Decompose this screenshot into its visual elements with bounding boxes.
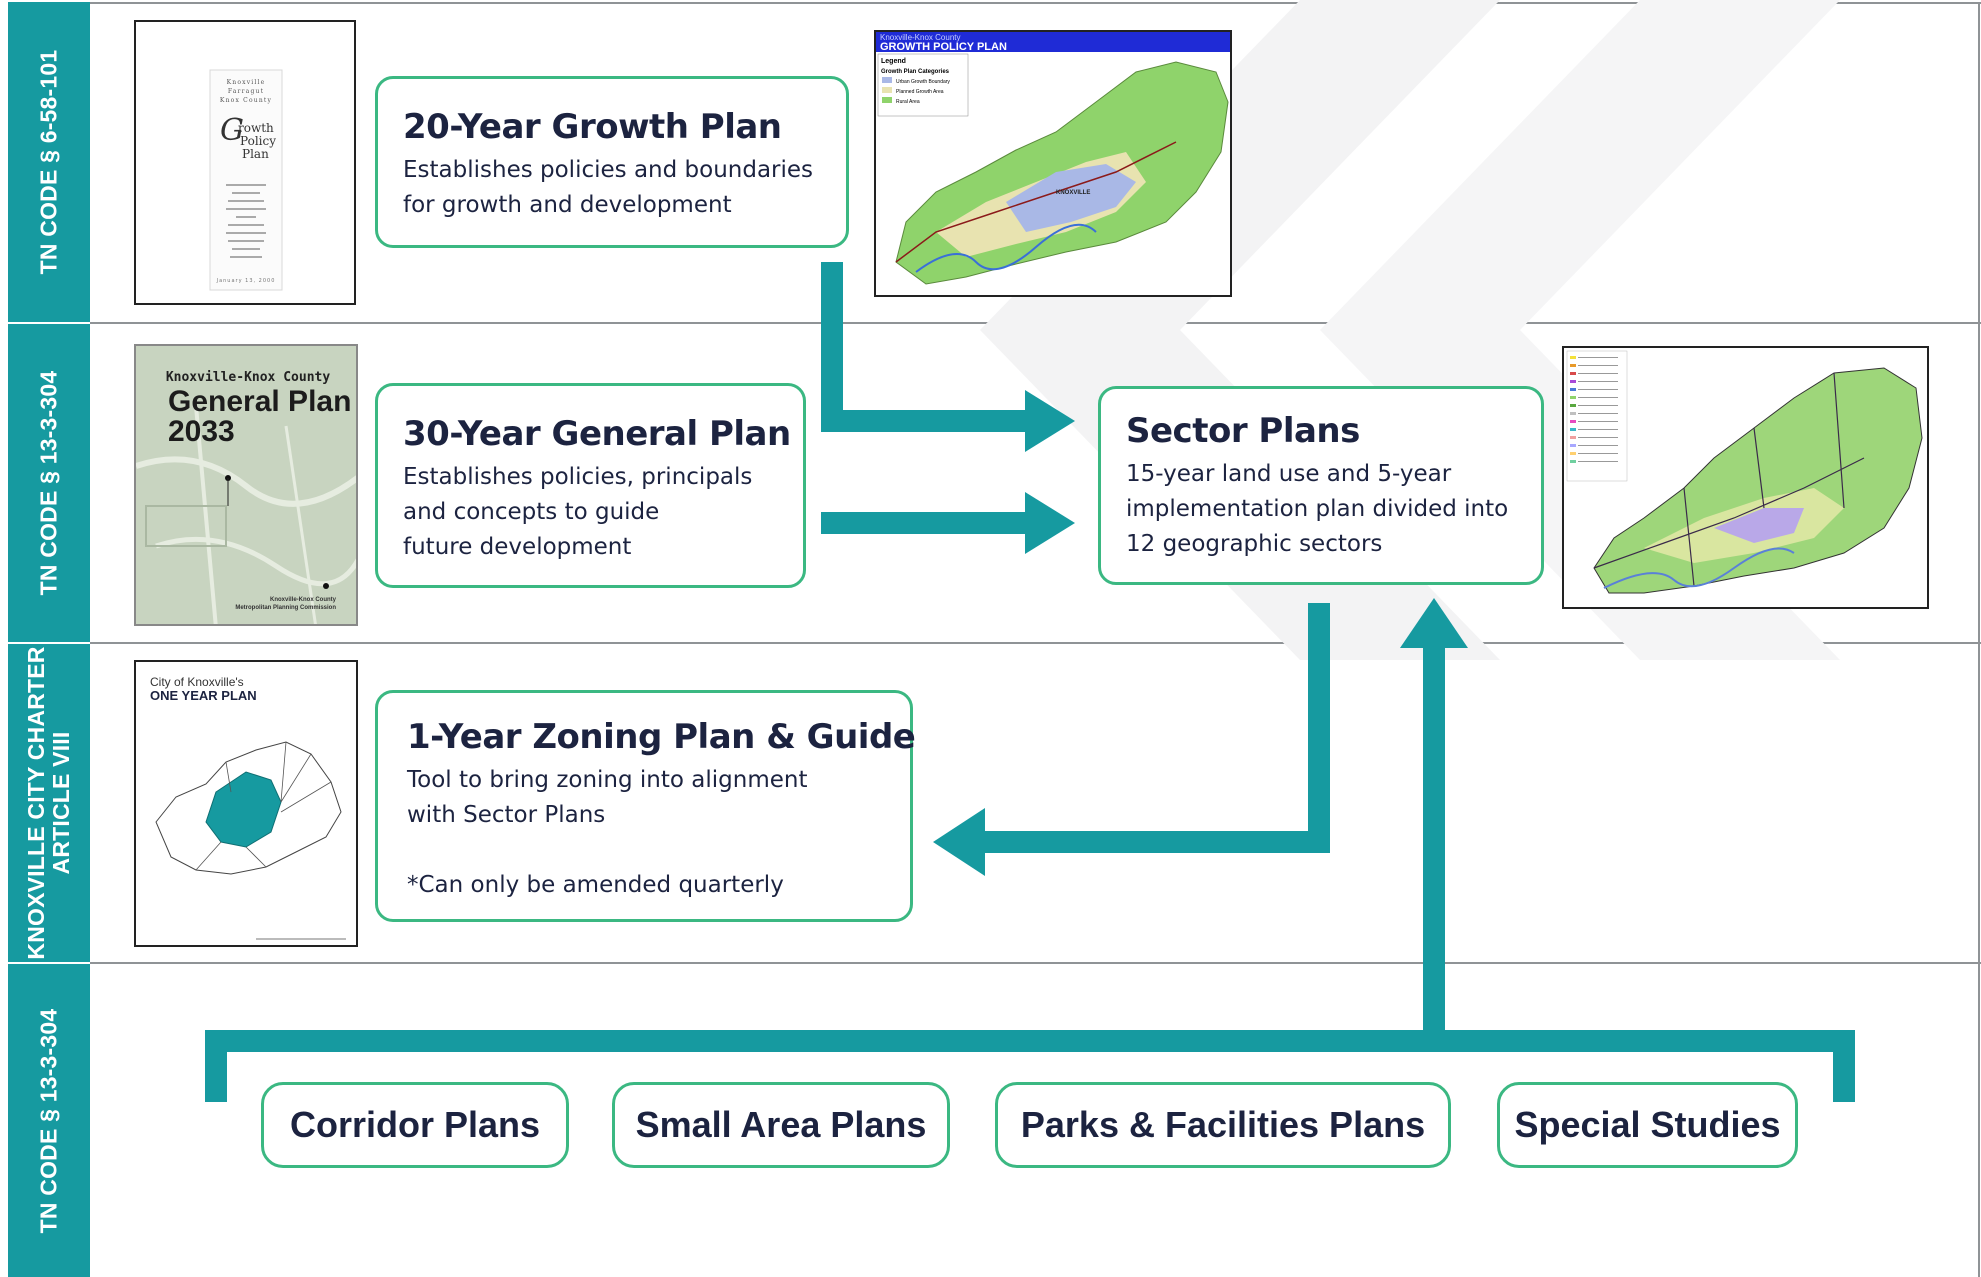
general-cover-title-2: General Plan bbox=[168, 385, 351, 418]
general-plan-desc: Establishes policies, principals and con… bbox=[403, 460, 803, 565]
growth-plan-desc-line: for growth and development bbox=[403, 192, 732, 218]
growth-cover-date: January 13, 2000 bbox=[216, 278, 276, 284]
growth-plan-desc-line: Establishes policies and boundaries bbox=[403, 157, 814, 183]
sector-plans-desc-line: 12 geographic sectors bbox=[1126, 531, 1383, 557]
zoning-plan-cover: City of Knoxville's ONE YEAR PLAN bbox=[134, 660, 358, 947]
growth-map-header-1: Knoxville-Knox County bbox=[880, 33, 960, 42]
growth-plan-cover: Knoxville Farragut Knox County G rowth P… bbox=[134, 20, 356, 305]
general-cover-footer-2: Metropolitan Planning Commission bbox=[235, 605, 336, 611]
general-plan-box: 30-Year General Plan Establishes policie… bbox=[375, 383, 806, 588]
arrow-zoning-head bbox=[933, 808, 985, 876]
growth-cover-title-1: rowth bbox=[238, 121, 274, 135]
general-plan-title: 30-Year General Plan bbox=[403, 414, 791, 454]
parks-facilities-plans-pill: Parks & Facilities Plans bbox=[995, 1082, 1451, 1168]
arrow-sector-vertical bbox=[1308, 603, 1330, 853]
arrow-growth-vertical bbox=[821, 262, 843, 430]
zoning-plan-box: 1-Year Zoning Plan & Guide Tool to bring… bbox=[375, 690, 916, 922]
zoning-plan-desc: Tool to bring zoning into alignment with… bbox=[407, 763, 910, 903]
sidebar-tn-code-13-3-304-bottom: TN CODE § 13-3-304 bbox=[8, 964, 90, 1277]
zoning-cover-title-1: City of Knoxville's bbox=[150, 675, 244, 689]
sector-plans-desc-line: implementation plan divided into bbox=[1126, 496, 1509, 522]
general-cover-title-1: Knoxville-Knox County bbox=[166, 370, 331, 385]
growth-plan-desc: Establishes policies and boundaries for … bbox=[403, 153, 846, 223]
growth-map-city-label: KNOXVILLE bbox=[1056, 190, 1090, 196]
arrow-up-shaft bbox=[1423, 640, 1445, 1044]
bracket-horizontal bbox=[205, 1030, 1855, 1052]
zoning-cover-art: City of Knoxville's ONE YEAR PLAN bbox=[136, 662, 356, 945]
general-plan-desc-line: and concepts to guide bbox=[403, 499, 660, 525]
general-cover-art: Knoxville-Knox County General Plan 2033 … bbox=[136, 346, 356, 624]
growth-policy-map: Knoxville-Knox County GROWTH POLICY PLAN… bbox=[874, 30, 1232, 297]
sidebar-tn-code-13-3-304: TN CODE § 13-3-304 bbox=[8, 324, 90, 642]
sidebar-tn-code-6-58-101: TN CODE § 6-58-101 bbox=[8, 2, 90, 322]
growth-map-legend-sub: Growth Plan Categories bbox=[881, 69, 950, 75]
arrow-general-head bbox=[1025, 492, 1075, 554]
sector-plans-box: Sector Plans 15-year land use and 5-year… bbox=[1098, 386, 1544, 585]
general-plan-desc-line: future development bbox=[403, 534, 632, 560]
sector-map-art bbox=[1564, 348, 1927, 607]
general-cover-title-3: 2033 bbox=[168, 415, 235, 448]
growth-cover-header-3: Knox County bbox=[220, 97, 272, 104]
growth-map-legend-item: Rural Area bbox=[896, 99, 920, 105]
growth-cover-title-2: Policy bbox=[240, 134, 276, 148]
sidebar-city-charter: KNOXVILLE CITY CHARTER ARTICLE VIII bbox=[8, 644, 90, 962]
growth-map-header-2: GROWTH POLICY PLAN bbox=[880, 41, 1007, 53]
growth-map-legend-title: Legend bbox=[881, 58, 906, 65]
growth-cover-header-1: Knoxville bbox=[227, 79, 266, 86]
arrow-growth-horizontal bbox=[821, 410, 1031, 432]
row-divider-2 bbox=[90, 642, 1981, 644]
bracket-left-leg bbox=[205, 1030, 227, 1102]
small-area-plans-pill: Small Area Plans bbox=[612, 1082, 950, 1168]
sector-plans-desc: 15-year land use and 5-year implementati… bbox=[1126, 457, 1541, 562]
general-plan-cover: Knoxville-Knox County General Plan 2033 … bbox=[134, 344, 358, 626]
bracket-right-leg bbox=[1833, 1030, 1855, 1102]
general-cover-footer-1: Knoxville-Knox County bbox=[270, 597, 337, 603]
general-plan-desc-line: Establishes policies, principals bbox=[403, 464, 753, 490]
zoning-plan-note: *Can only be amended quarterly bbox=[407, 872, 784, 898]
growth-cover-title-3: Plan bbox=[242, 147, 269, 161]
zoning-plan-desc-line: with Sector Plans bbox=[407, 802, 606, 828]
growth-plan-title: 20-Year Growth Plan bbox=[403, 107, 782, 147]
zoning-plan-desc-line: Tool to bring zoning into alignment bbox=[407, 767, 808, 793]
growth-map-legend-item: Urban Growth Boundary bbox=[896, 79, 950, 85]
right-border bbox=[1978, 2, 1980, 1277]
sector-plans-desc-line: 15-year land use and 5-year bbox=[1126, 461, 1452, 487]
zoning-cover-title-2: ONE YEAR PLAN bbox=[150, 688, 257, 703]
growth-cover-big-letter: G bbox=[220, 113, 244, 148]
arrow-growth-head bbox=[1025, 390, 1075, 452]
growth-map-legend-item: Planned Growth Area bbox=[896, 89, 944, 95]
row-divider-3 bbox=[90, 962, 1981, 964]
growth-cover-header-2: Farragut bbox=[228, 88, 264, 95]
growth-plan-box: 20-Year Growth Plan Establishes policies… bbox=[375, 76, 849, 248]
growth-cover-art: Knoxville Farragut Knox County G rowth P… bbox=[136, 22, 354, 303]
corridor-plans-pill: Corridor Plans bbox=[261, 1082, 569, 1168]
arrow-up-head bbox=[1400, 598, 1468, 648]
arrow-general-shaft bbox=[821, 512, 1031, 534]
growth-map-art: Knoxville-Knox County GROWTH POLICY PLAN… bbox=[876, 32, 1230, 295]
zoning-plan-title: 1-Year Zoning Plan & Guide bbox=[407, 717, 916, 757]
sector-plans-title: Sector Plans bbox=[1126, 411, 1360, 451]
row-divider-top bbox=[90, 2, 1981, 4]
arrow-sector-horizontal bbox=[975, 831, 1330, 853]
special-studies-pill: Special Studies bbox=[1497, 1082, 1798, 1168]
sector-plans-map bbox=[1562, 346, 1929, 609]
